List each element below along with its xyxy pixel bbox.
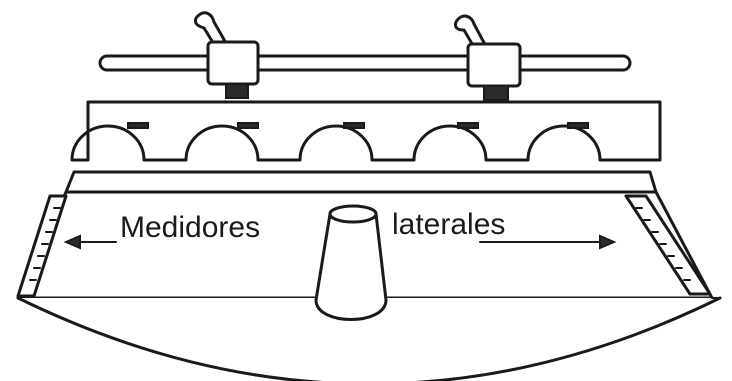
plate-curved-bottom — [16, 296, 722, 381]
left-clamp-stem — [225, 83, 249, 99]
left-clamp-body — [206, 40, 260, 86]
label-laterales: laterales — [392, 208, 505, 241]
label-medidores: Medidores — [120, 211, 260, 244]
base-plate — [16, 170, 722, 381]
left-arrow — [63, 234, 117, 250]
right-clamp — [454, 14, 522, 101]
guide-rod — [98, 54, 632, 72]
guide-rod-assembly — [98, 11, 632, 101]
left-gauge-ticks — [29, 207, 61, 281]
right-gauge-ticks — [635, 207, 691, 281]
central-flow-guide — [314, 204, 388, 321]
left-clamp — [194, 11, 260, 99]
scalloped-bar — [70, 100, 662, 162]
right-clamp-body — [466, 42, 522, 88]
scallop-marks — [127, 122, 589, 129]
right-clamp-stem — [483, 85, 509, 101]
plate-top-lip — [64, 170, 658, 194]
right-arrow — [479, 234, 617, 250]
